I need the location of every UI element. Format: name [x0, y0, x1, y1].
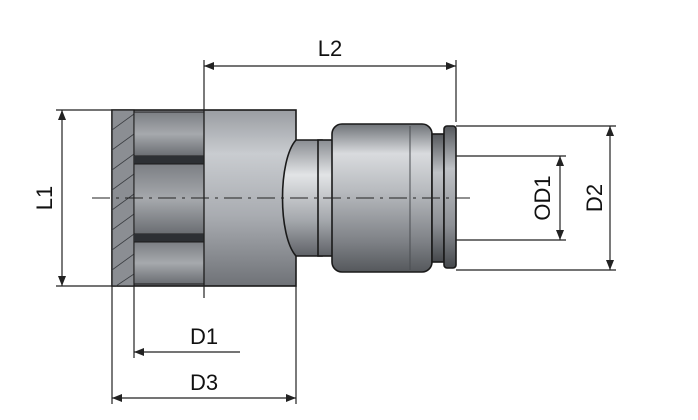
label-l1: L1 [32, 186, 57, 210]
label-l2: L2 [318, 36, 342, 61]
dimension-l1: L1 [32, 109, 112, 287]
dimension-d2: D2 [456, 125, 616, 271]
dimension-d3: D3 [111, 286, 297, 404]
label-od1: OD1 [530, 175, 555, 220]
collet-ring [431, 125, 457, 269]
dimension-od1: OD1 [456, 155, 566, 241]
label-d2: D2 [582, 184, 607, 212]
label-d3: D3 [190, 370, 218, 395]
dimension-d1: D1 [133, 286, 240, 358]
label-d1: D1 [190, 324, 218, 349]
dimension-l2: L2 [203, 36, 457, 298]
